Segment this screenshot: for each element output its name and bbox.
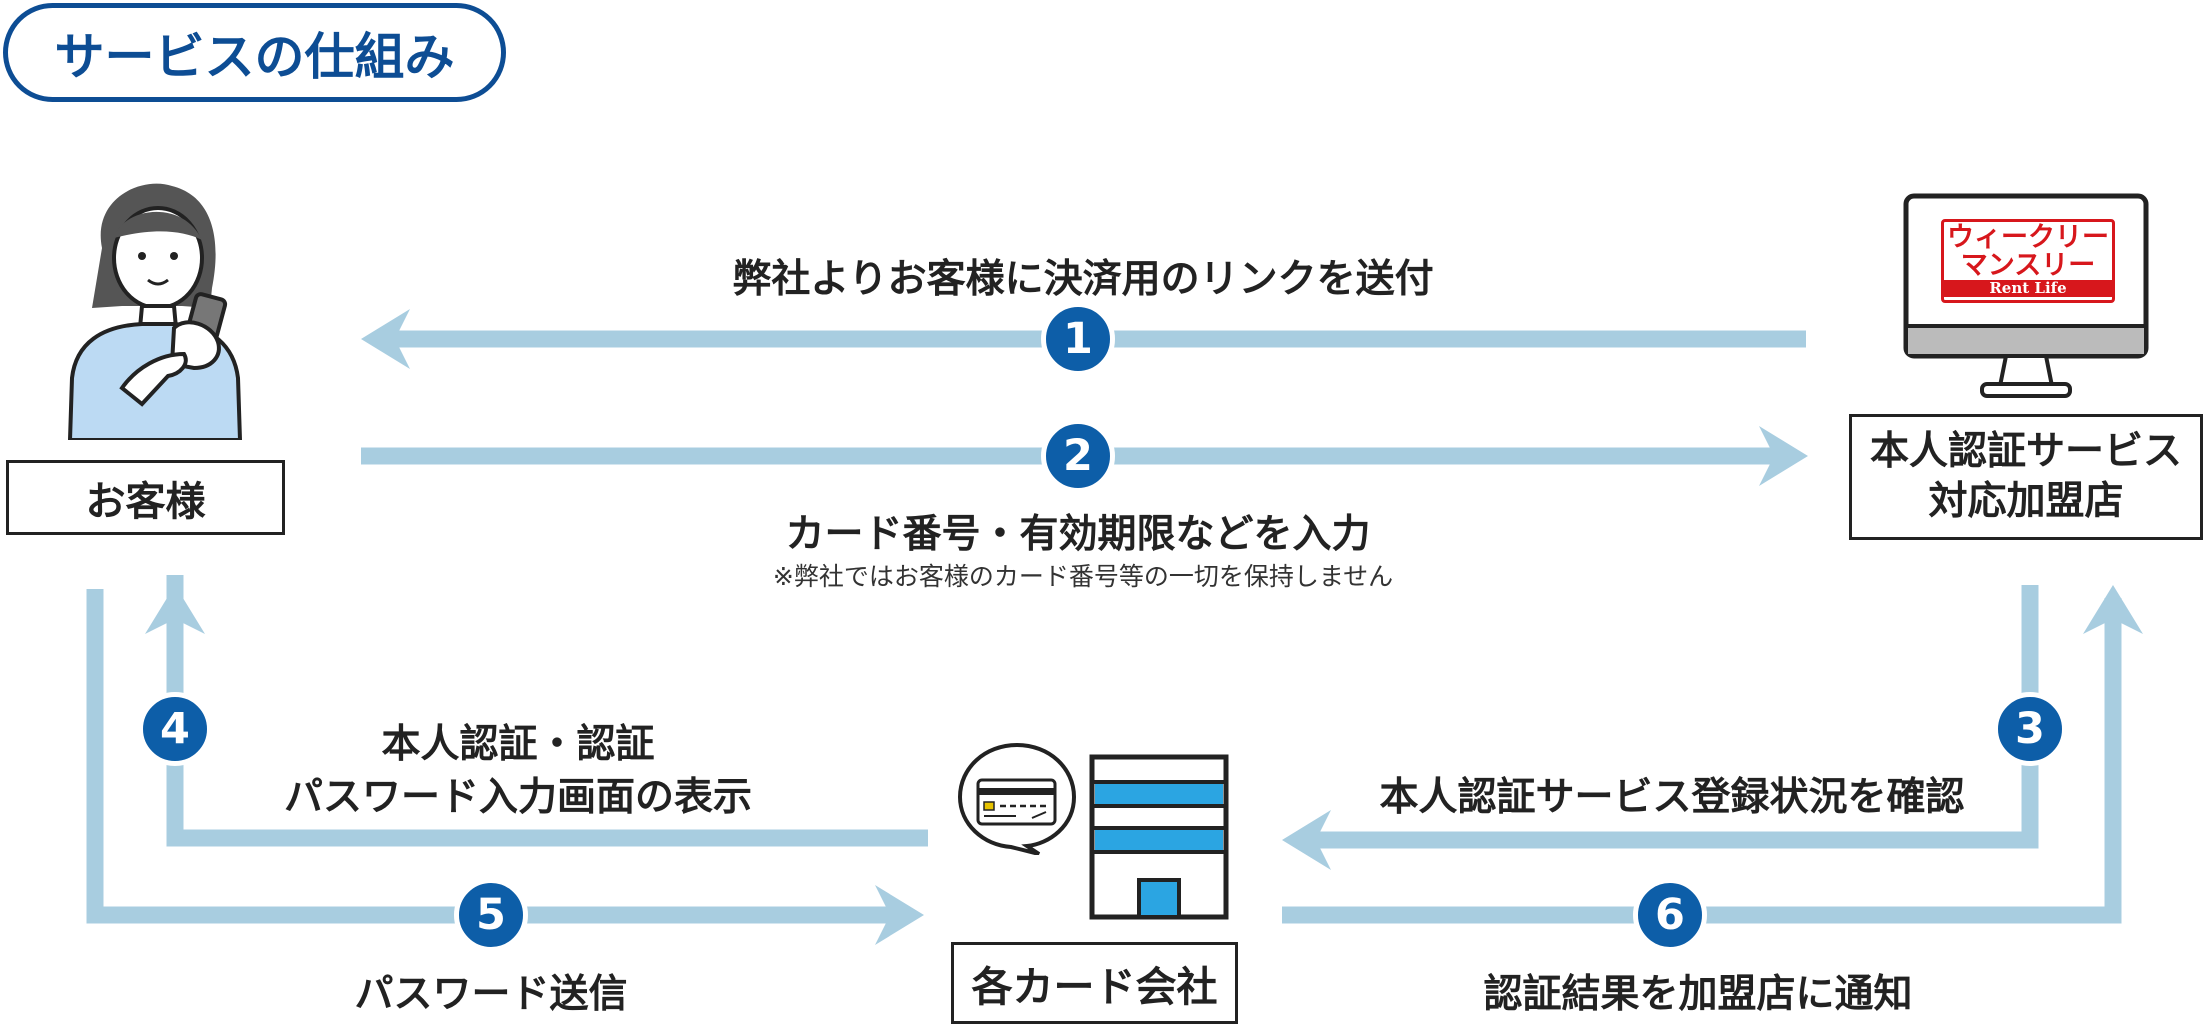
arrowhead-4 [145, 585, 205, 634]
step-4-text-line-2: パスワード入力画面の表示 [283, 775, 753, 820]
arrowhead-1 [361, 309, 410, 369]
step-2-badge: 2 [1041, 419, 1115, 493]
arrow-step-4 [166, 575, 928, 847]
logo-line-3: Rent Life [1944, 280, 2112, 297]
woman-with-smartphone-icon [67, 183, 243, 440]
arrowhead-6 [2083, 585, 2143, 634]
step-5-text: パスワード送信 [354, 972, 628, 1017]
arrowhead-3 [1282, 810, 1331, 870]
credit-card-icon [976, 778, 1057, 826]
arrow-step-3 [1300, 585, 2039, 849]
card-company-label-box: 各カード会社 [951, 942, 1238, 1024]
page-title: サービスの仕組み [3, 3, 506, 102]
step-4-badge: 4 [138, 692, 212, 766]
rent-life-logo: ウィークリー マンスリー Rent Life [1941, 219, 2115, 303]
bank-building-icon [1089, 754, 1229, 920]
logo-line-2: マンスリー [1960, 250, 2096, 281]
step-6-text: 認証結果を加盟店に通知 [1483, 972, 1913, 1017]
step-2-text: カード番号・有効期限などを入力 [785, 512, 1371, 557]
step-2-note: ※弊社ではお客様のカード番号等の一切を保持しません [772, 562, 1394, 591]
arrow-step-6 [1282, 598, 2122, 924]
merchant-label-box: 本人認証サービス 対応加盟店 [1849, 414, 2203, 540]
step-5-badge: 5 [454, 878, 528, 952]
arrow-step-5 [86, 589, 906, 924]
customer-label-box: お客様 [6, 460, 285, 535]
merchant-label-line-2: 対応加盟店 [1928, 479, 2124, 524]
step-1-badge: 1 [1041, 302, 1115, 376]
logo-line-1: ウィークリー [1947, 222, 2109, 253]
step-3-text: 本人認証サービス登録状況を確認 [1379, 775, 1965, 820]
step-1-text: 弊社よりお客様に決済用のリンクを送付 [732, 257, 1434, 302]
step-4-text-line-1: 本人認証・認証 [381, 722, 655, 767]
merchant-label-line-1: 本人認証サービス [1869, 429, 2182, 474]
step-3-badge: 3 [1993, 692, 2067, 766]
arrowhead-2 [1759, 426, 1808, 486]
arrowhead-5 [875, 885, 924, 945]
step-6-badge: 6 [1633, 878, 1707, 952]
